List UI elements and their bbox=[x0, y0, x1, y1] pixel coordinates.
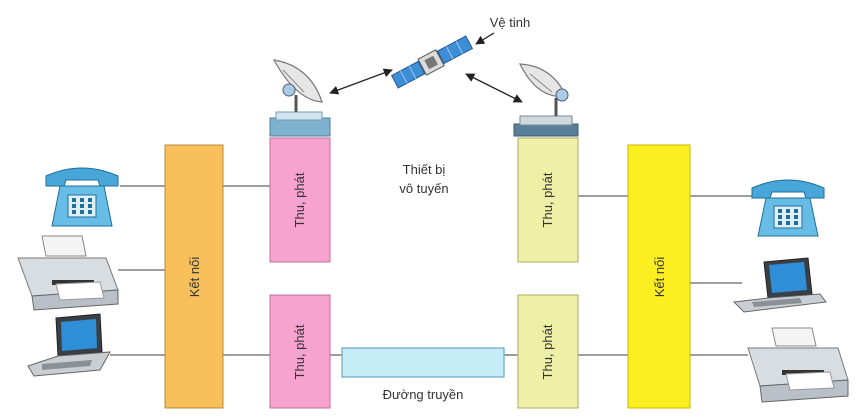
telephone-icon bbox=[751, 179, 825, 237]
wireless-device-label-line1: Thiết bị bbox=[403, 162, 446, 177]
telephone-icon bbox=[45, 167, 119, 227]
printer-icon bbox=[747, 327, 849, 403]
transceiver-left-bottom-label: Thu, phát bbox=[292, 324, 307, 379]
laptop-icon bbox=[732, 257, 827, 313]
transceiver-right-top: Thu, phát bbox=[517, 137, 579, 263]
connect-block-right: Kết nối bbox=[627, 144, 691, 409]
transmission-cable bbox=[341, 347, 505, 378]
satellite-label-arrow bbox=[475, 32, 495, 45]
transceiver-right-bottom: Thu, phát bbox=[517, 294, 579, 409]
connect-block-left: Kết nối bbox=[164, 144, 224, 409]
connect-block-left-label: Kết nối bbox=[187, 257, 202, 298]
printer-icon bbox=[17, 235, 119, 311]
transceiver-right-top-label: Thu, phát bbox=[540, 172, 555, 227]
transmission-line-label: Đường truyền bbox=[383, 387, 464, 402]
transceiver-left-top-label: Thu, phát bbox=[292, 172, 307, 227]
uplink-left-arrow bbox=[329, 68, 393, 95]
laptop-icon bbox=[27, 313, 111, 377]
connector-lines bbox=[110, 185, 752, 356]
connect-block-right-label: Kết nối bbox=[652, 257, 667, 298]
transceiver-left-top: Thu, phát bbox=[269, 137, 331, 263]
satellite-dish-icon bbox=[513, 63, 579, 137]
transceiver-left-bottom: Thu, phát bbox=[269, 294, 331, 409]
satellite-label: Vệ tinh bbox=[490, 15, 530, 30]
uplink-right-arrow bbox=[465, 73, 523, 103]
satellite-dish-icon bbox=[269, 59, 331, 137]
transceiver-right-bottom-label: Thu, phát bbox=[540, 324, 555, 379]
satellite-icon bbox=[390, 35, 474, 89]
wireless-device-label-line2: vô tuyến bbox=[399, 181, 448, 196]
